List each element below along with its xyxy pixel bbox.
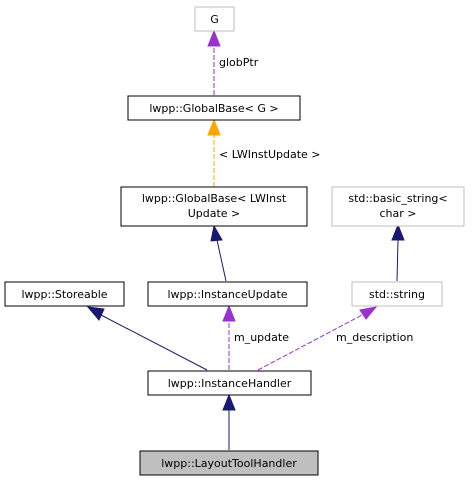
node-instance-update-label: lwpp::InstanceUpdate <box>167 288 287 301</box>
node-basic-string-label-2: char > <box>380 207 417 220</box>
node-storeable[interactable]: lwpp::Storeable <box>4 281 125 307</box>
node-layout-tool-handler-label: lwpp::LayoutToolHandler <box>161 457 297 470</box>
node-basic-string[interactable]: std::basic_string< char > <box>331 186 465 227</box>
edge-inherit-instance-update <box>210 224 227 282</box>
edge-template-instance <box>207 118 221 187</box>
node-instance-handler-label: lwpp::InstanceHandler <box>168 377 292 390</box>
edge-label-template-arg: < LWInstUpdate > <box>219 148 321 161</box>
edge-m-update <box>222 304 236 370</box>
edge-inherit-storeable <box>86 306 208 371</box>
node-std-string-label: std::string <box>369 288 425 301</box>
node-layout-tool-handler[interactable]: lwpp::LayoutToolHandler <box>139 450 319 476</box>
node-instance-update[interactable]: lwpp::InstanceUpdate <box>147 281 308 307</box>
node-instance-handler[interactable]: lwpp::InstanceHandler <box>147 370 312 396</box>
edge-inherit-std-string <box>391 223 405 282</box>
edge-label-m-update: m_update <box>234 331 289 344</box>
node-global-base-lwinstupdate[interactable]: lwpp::GlobalBase< LWInst Update > <box>120 186 308 227</box>
edge-label-m-description: m_description <box>336 331 413 344</box>
edge-label-globptr: globPtr <box>219 56 259 69</box>
edge-globptr <box>207 29 221 95</box>
node-global-base-lwinstupdate-label-1: lwpp::GlobalBase< LWInst <box>142 192 287 205</box>
node-std-string[interactable]: std::string <box>351 281 443 307</box>
edge-m-description <box>257 306 378 371</box>
node-basic-string-label-1: std::basic_string< <box>348 192 447 205</box>
edge-inherit-instance-handler <box>222 393 236 450</box>
node-g[interactable]: G <box>194 6 235 32</box>
node-g-label: G <box>210 13 219 26</box>
node-global-base-lwinstupdate-label-2: Update > <box>188 207 241 220</box>
node-global-base-g[interactable]: lwpp::GlobalBase< G > <box>127 95 301 121</box>
node-global-base-g-label: lwpp::GlobalBase< G > <box>149 102 278 115</box>
node-storeable-label: lwpp::Storeable <box>21 288 107 301</box>
